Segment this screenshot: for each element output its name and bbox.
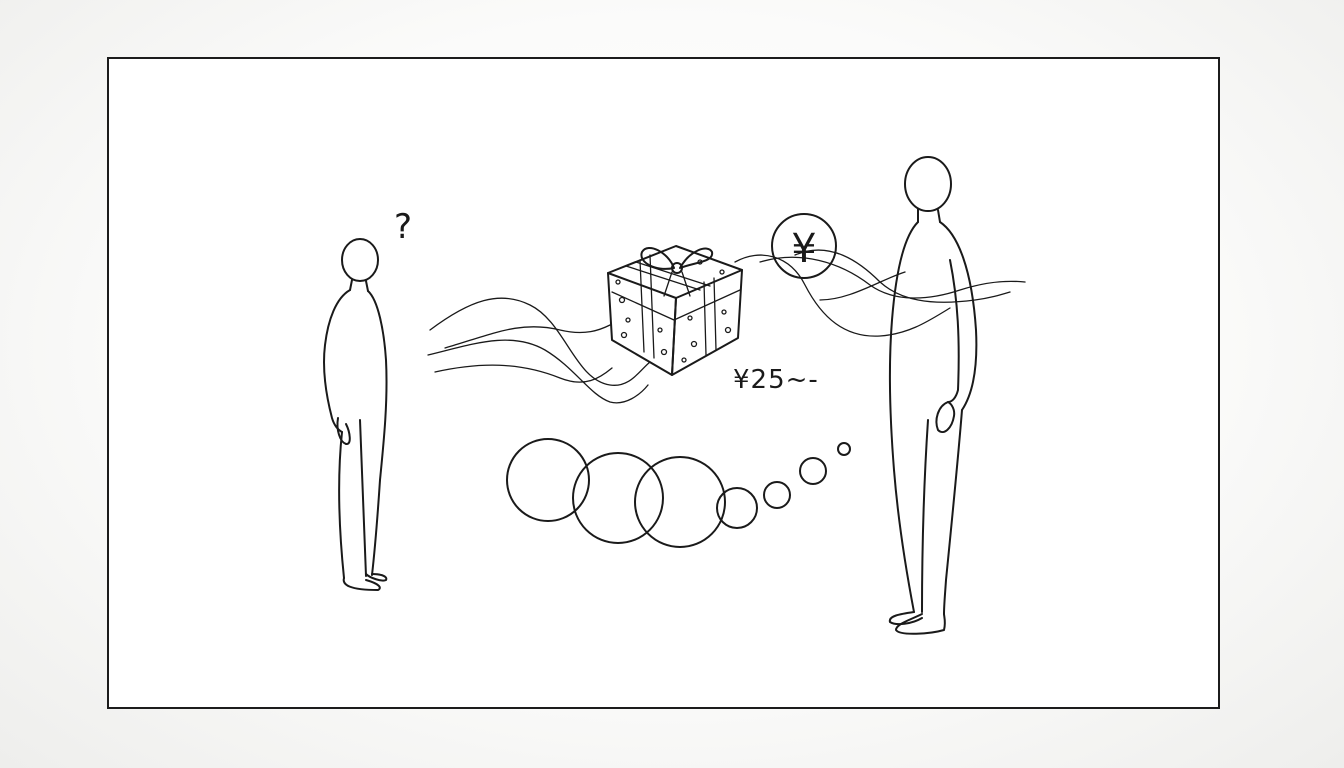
question-mark-icon: ? [394,207,412,247]
yen-coin-icon: ¥ [771,213,837,279]
tall-figure [888,156,978,635]
small-figure [322,238,388,591]
gift-box-icon [607,245,743,376]
thought-bubble-icon [506,438,851,548]
yen-coin-symbol: ¥ [791,226,816,272]
left-wave-lines [427,297,651,404]
illustration-frame [107,57,1220,709]
price-label: ¥25~- [733,365,819,395]
right-wave-lines [734,249,1026,337]
